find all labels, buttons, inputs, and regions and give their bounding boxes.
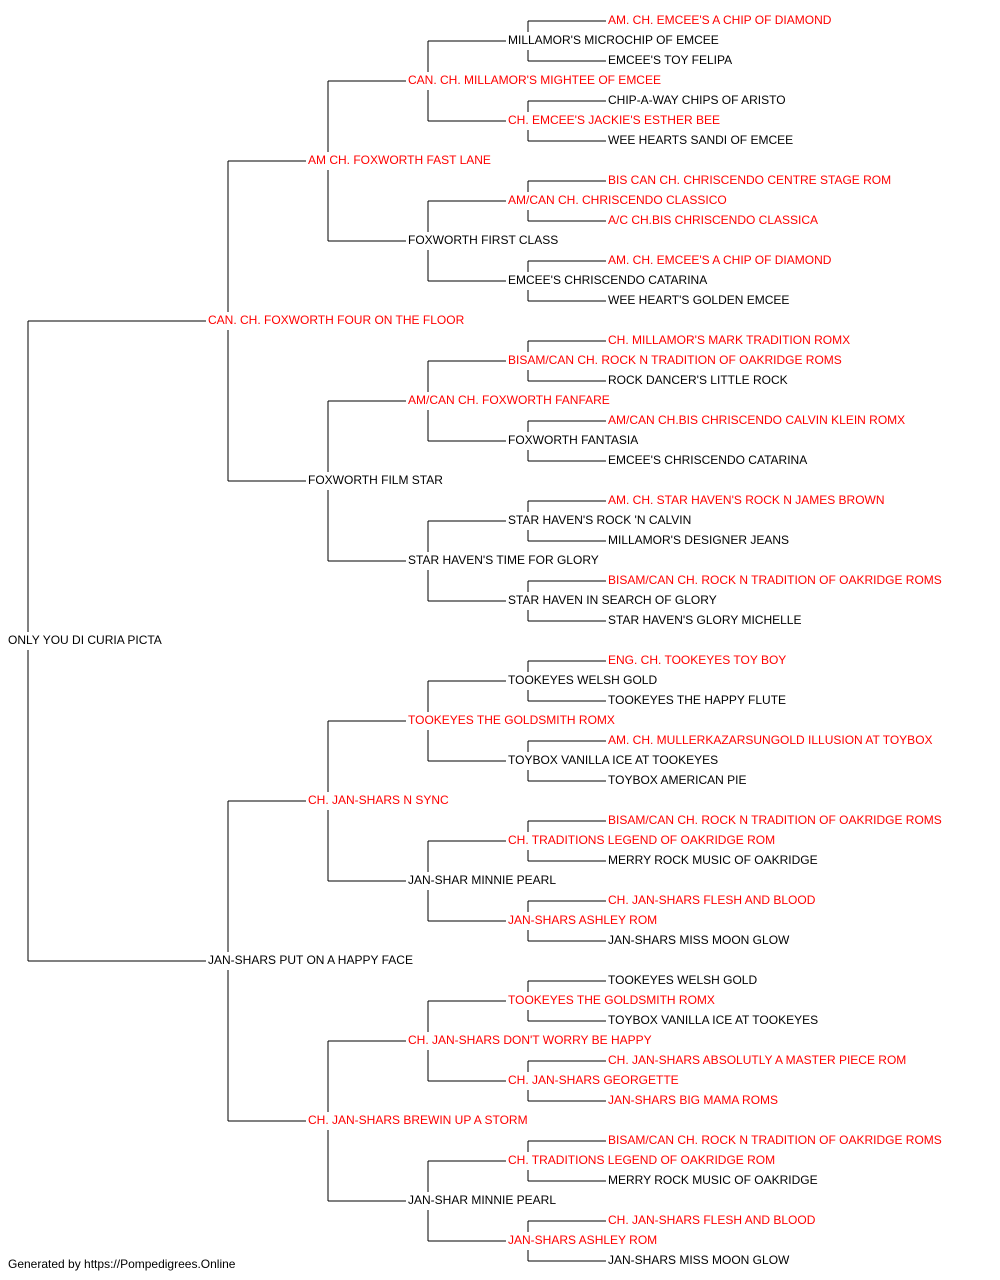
pedigree-node-gen5: TOYBOX VANILLA ICE AT TOOKEYES <box>608 1013 818 1027</box>
pedigree-node-gen5: MERRY ROCK MUSIC OF OAKRIDGE <box>608 1173 818 1187</box>
pedigree-node-gen4: TOOKEYES WELSH GOLD <box>508 673 657 687</box>
pedigree-node-gen5: CH. MILLAMOR'S MARK TRADITION ROMX <box>608 333 850 347</box>
pedigree-node-gen4: FOXWORTH FANTASIA <box>508 433 638 447</box>
pedigree-node-gen5: CHIP-A-WAY CHIPS OF ARISTO <box>608 93 786 107</box>
pedigree-node-gen3: STAR HAVEN'S TIME FOR GLORY <box>408 553 599 567</box>
pedigree-node-gen5: BIS CAN CH. CHRISCENDO CENTRE STAGE ROM <box>608 173 891 187</box>
pedigree-node-gen5: EMCEE'S TOY FELIPA <box>608 53 732 67</box>
pedigree-node-gen4: CH. TRADITIONS LEGEND OF OAKRIDGE ROM <box>508 1153 775 1167</box>
pedigree-node-gen5: BISAM/CAN CH. ROCK N TRADITION OF OAKRID… <box>608 813 942 827</box>
pedigree-node-gen5: WEE HEARTS SANDI OF EMCEE <box>608 133 793 147</box>
pedigree-node-gen5: AM. CH. EMCEE'S A CHIP OF DIAMOND <box>608 253 832 267</box>
pedigree-node-gen4: STAR HAVEN'S ROCK 'N CALVIN <box>508 513 691 527</box>
pedigree-node-gen3: FOXWORTH FIRST CLASS <box>408 233 558 247</box>
pedigree-node-gen3: TOOKEYES THE GOLDSMITH ROMX <box>408 713 615 727</box>
pedigree-node-gen5: AM. CH. MULLERKAZARSUNGOLD ILLUSION AT T… <box>608 733 933 747</box>
pedigree-node-gen4: CH. TRADITIONS LEGEND OF OAKRIDGE ROM <box>508 833 775 847</box>
pedigree-node-gen3: CAN. CH. MILLAMOR'S MIGHTEE OF EMCEE <box>408 73 661 87</box>
pedigree-node-gen5: BISAM/CAN CH. ROCK N TRADITION OF OAKRID… <box>608 1133 942 1147</box>
pedigree-node-gen5: CH. JAN-SHARS FLESH AND BLOOD <box>608 1213 816 1227</box>
pedigree-node-gen4: EMCEE'S CHRISCENDO CATARINA <box>508 273 707 287</box>
pedigree-node-gen5: ROCK DANCER'S LITTLE ROCK <box>608 373 788 387</box>
pedigree-node-gen5: A/C CH.BIS CHRISCENDO CLASSICA <box>608 213 818 227</box>
pedigree-node-gen0: ONLY YOU DI CURIA PICTA <box>8 633 162 647</box>
pedigree-node-gen5: MERRY ROCK MUSIC OF OAKRIDGE <box>608 853 818 867</box>
pedigree-node-gen5: JAN-SHARS BIG MAMA ROMS <box>608 1093 778 1107</box>
pedigree-node-gen5: ENG. CH. TOOKEYES TOY BOY <box>608 653 786 667</box>
footer-credit: Generated by https://Pompedigrees.Online <box>8 1257 236 1271</box>
pedigree-node-gen4: JAN-SHARS ASHLEY ROM <box>508 1233 657 1247</box>
pedigree-node-gen3: JAN-SHAR MINNIE PEARL <box>408 1193 556 1207</box>
pedigree-node-gen5: JAN-SHARS MISS MOON GLOW <box>608 1253 790 1267</box>
pedigree-node-gen4: BISAM/CAN CH. ROCK N TRADITION OF OAKRID… <box>508 353 842 367</box>
pedigree-node-gen5: TOYBOX AMERICAN PIE <box>608 773 746 787</box>
pedigree-node-gen3: JAN-SHAR MINNIE PEARL <box>408 873 556 887</box>
pedigree-node-gen5: CH. JAN-SHARS FLESH AND BLOOD <box>608 893 816 907</box>
pedigree-node-gen2: CH. JAN-SHARS N SYNC <box>308 793 449 807</box>
pedigree-node-gen5: MILLAMOR'S DESIGNER JEANS <box>608 533 789 547</box>
pedigree-node-gen3: AM/CAN CH. FOXWORTH FANFARE <box>408 393 610 407</box>
pedigree-node-gen2: AM CH. FOXWORTH FAST LANE <box>308 153 491 167</box>
pedigree-node-gen4: CH. JAN-SHARS GEORGETTE <box>508 1073 679 1087</box>
pedigree-node-gen2: CH. JAN-SHARS BREWIN UP A STORM <box>308 1113 528 1127</box>
pedigree-node-gen5: AM. CH. STAR HAVEN'S ROCK N JAMES BROWN <box>608 493 885 507</box>
pedigree-node-gen5: WEE HEART'S GOLDEN EMCEE <box>608 293 789 307</box>
pedigree-node-gen4: JAN-SHARS ASHLEY ROM <box>508 913 657 927</box>
pedigree-node-gen4: MILLAMOR'S MICROCHIP OF EMCEE <box>508 33 719 47</box>
pedigree-node-gen3: CH. JAN-SHARS DON'T WORRY BE HAPPY <box>408 1033 652 1047</box>
pedigree-node-gen1: CAN. CH. FOXWORTH FOUR ON THE FLOOR <box>208 313 465 327</box>
pedigree-node-gen5: TOOKEYES THE HAPPY FLUTE <box>608 693 786 707</box>
pedigree-node-gen5: STAR HAVEN'S GLORY MICHELLE <box>608 613 801 627</box>
pedigree-node-gen5: TOOKEYES WELSH GOLD <box>608 973 757 987</box>
pedigree-node-gen4: AM/CAN CH. CHRISCENDO CLASSICO <box>508 193 727 207</box>
pedigree-node-gen5: CH. JAN-SHARS ABSOLUTLY A MASTER PIECE R… <box>608 1053 906 1067</box>
pedigree-node-gen5: EMCEE'S CHRISCENDO CATARINA <box>608 453 807 467</box>
pedigree-node-gen4: TOOKEYES THE GOLDSMITH ROMX <box>508 993 715 1007</box>
pedigree-node-gen5: AM. CH. EMCEE'S A CHIP OF DIAMOND <box>608 13 832 27</box>
pedigree-node-gen5: JAN-SHARS MISS MOON GLOW <box>608 933 790 947</box>
pedigree-node-gen4: STAR HAVEN IN SEARCH OF GLORY <box>508 593 717 607</box>
pedigree-node-gen5: AM/CAN CH.BIS CHRISCENDO CALVIN KLEIN RO… <box>608 413 905 427</box>
pedigree-node-gen1: JAN-SHARS PUT ON A HAPPY FACE <box>208 953 413 967</box>
pedigree-node-gen4: CH. EMCEE'S JACKIE'S ESTHER BEE <box>508 113 720 127</box>
pedigree-node-gen2: FOXWORTH FILM STAR <box>308 473 443 487</box>
pedigree-node-gen5: BISAM/CAN CH. ROCK N TRADITION OF OAKRID… <box>608 573 942 587</box>
pedigree-node-gen4: TOYBOX VANILLA ICE AT TOOKEYES <box>508 753 718 767</box>
